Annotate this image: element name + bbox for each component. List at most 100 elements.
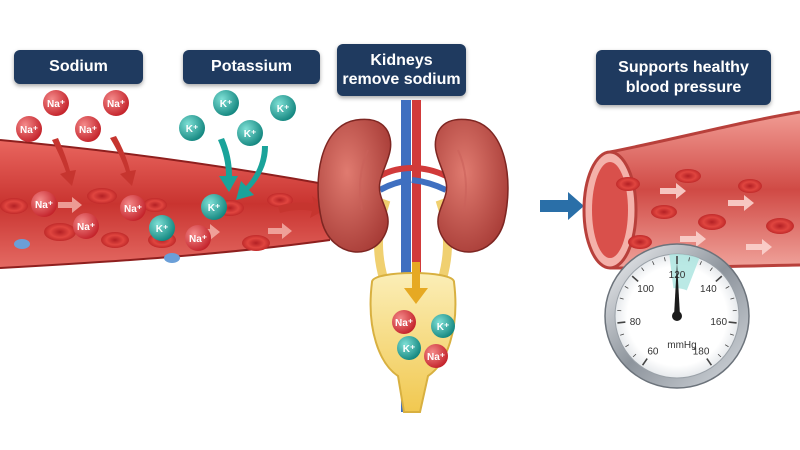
- right-flow-arrows: [660, 183, 772, 255]
- svg-text:K⁺: K⁺: [156, 224, 169, 235]
- svg-text:Na⁺: Na⁺: [189, 234, 207, 245]
- potassium-ion: K⁺: [213, 90, 239, 116]
- svg-text:Na⁺: Na⁺: [47, 99, 65, 110]
- gauge-minor-tick: [730, 297, 735, 300]
- gauge-minor-tick: [632, 353, 637, 358]
- svg-text:Na⁺: Na⁺: [20, 125, 38, 136]
- sodium-inflow-arrows: [52, 136, 136, 186]
- red-blood-cell: [616, 177, 640, 191]
- sodium-label: Sodium: [14, 50, 143, 84]
- potassium-label: Potassium: [183, 50, 320, 84]
- sodium-ion: Na⁺: [120, 195, 146, 221]
- bp-label-line1: Supports healthy: [618, 59, 749, 77]
- sodium-ion: Na⁺: [185, 225, 211, 251]
- gauge-major-tick: [631, 275, 639, 283]
- gauge-minor-tick: [717, 353, 722, 358]
- kidneys-label: Kidneys remove sodium: [337, 44, 466, 96]
- flow-arrow: [58, 197, 82, 213]
- to-kidneys-arrow: [278, 196, 328, 218]
- kidneys-label-line1: Kidneys: [370, 51, 433, 69]
- red-blood-cell: [766, 218, 794, 234]
- right-kidney: [434, 118, 509, 253]
- sodium-ion: Na⁺: [43, 90, 69, 116]
- gauge-tick-label: 160: [710, 317, 727, 328]
- sodium-arrow: [110, 136, 136, 186]
- red-blood-cell: [87, 188, 117, 204]
- svg-text:K⁺: K⁺: [403, 344, 416, 355]
- red-blood-cell: [267, 193, 293, 207]
- sodium-ion: Na⁺: [103, 90, 129, 116]
- svg-text:K⁺: K⁺: [186, 124, 199, 135]
- flow-arrow: [268, 223, 292, 239]
- gauge-tick-label: 80: [630, 317, 642, 328]
- potassium-ion: K⁺: [237, 120, 263, 146]
- right-red-blood-cells: [616, 169, 794, 249]
- potassium-ion: K⁺: [431, 314, 455, 338]
- left-red-blood-cells: [0, 188, 293, 263]
- svg-text:Na⁺: Na⁺: [77, 222, 95, 233]
- gauge-minor-tick: [619, 297, 624, 300]
- potassium-ions-free: K⁺ K⁺ K⁺ K⁺: [179, 90, 296, 146]
- gauge-tick-label: 100: [637, 284, 654, 295]
- blood-pressure-gauge: 6080100120140160180 mmHg: [604, 243, 750, 389]
- gauge-tick-label: 180: [693, 346, 710, 357]
- gauge-minor-tick: [664, 257, 666, 262]
- svg-text:Na⁺: Na⁺: [79, 125, 97, 136]
- potassium-ion: K⁺: [179, 115, 205, 141]
- svg-text:Na⁺: Na⁺: [124, 204, 142, 215]
- gauge-minor-tick: [625, 344, 630, 348]
- gauge-minor-tick: [729, 333, 734, 336]
- red-blood-cell: [651, 205, 677, 219]
- svg-text:Na⁺: Na⁺: [427, 352, 445, 363]
- potassium-arrow: [218, 138, 238, 192]
- red-blood-cell: [0, 198, 28, 214]
- kidneys-illustration: Na⁺ K⁺ K⁺ Na⁺: [317, 100, 509, 413]
- potassium-ion: K⁺: [201, 194, 227, 220]
- gauge-minor-tick: [688, 257, 690, 262]
- left-kidney: [317, 118, 392, 253]
- potassium-label-text: Potassium: [211, 58, 292, 76]
- red-blood-cell: [628, 235, 652, 249]
- sodium-ion: Na⁺: [16, 116, 42, 142]
- urine-arrow: [404, 262, 428, 304]
- vein: [401, 100, 411, 412]
- gauge-tick-label: 60: [647, 346, 659, 357]
- svg-text:Na⁺: Na⁺: [107, 99, 125, 110]
- red-blood-cell: [143, 198, 167, 212]
- sodium-ion: Na⁺: [31, 191, 57, 217]
- potassium-ion: K⁺: [149, 215, 175, 241]
- gauge-minor-tick: [641, 267, 645, 272]
- potassium-ion: K⁺: [270, 95, 296, 121]
- svg-text:Na⁺: Na⁺: [35, 200, 53, 211]
- gauge-major-tick: [617, 321, 626, 324]
- blue-particle: [14, 239, 30, 249]
- kidneys-label-line2: remove sodium: [342, 71, 461, 88]
- potassium-inflow-arrows: [218, 138, 268, 200]
- gauge-needle: [674, 262, 680, 316]
- artery: [412, 100, 421, 412]
- flow-arrow: [728, 195, 754, 211]
- flow-arrow: [660, 183, 686, 199]
- blood-pressure-label: Supports healthy blood pressure: [596, 50, 771, 105]
- sodium-ion: Na⁺: [73, 213, 99, 239]
- gauge-minor-tick: [724, 344, 729, 348]
- svg-text:K⁺: K⁺: [277, 104, 290, 115]
- sodium-ion: Na⁺: [424, 344, 448, 368]
- red-blood-cell: [101, 232, 129, 248]
- flow-arrow: [746, 239, 772, 255]
- sodium-ion: Na⁺: [75, 116, 101, 142]
- flow-arrow: [680, 231, 706, 247]
- red-blood-cell: [698, 214, 726, 230]
- gauge-minor-tick: [709, 267, 713, 272]
- svg-text:K⁺: K⁺: [244, 129, 257, 140]
- to-healthy-vessel-arrow: [540, 192, 584, 220]
- gauge-major-tick: [728, 321, 737, 324]
- sodium-label-text: Sodium: [49, 58, 108, 76]
- sodium-ion: Na⁺: [392, 310, 416, 334]
- ions-in-vessel: Na⁺ Na⁺ Na⁺ Na⁺ K⁺ K⁺: [31, 191, 227, 251]
- gauge-major-tick: [715, 275, 723, 283]
- blue-particle: [164, 253, 180, 263]
- red-blood-cell: [738, 179, 762, 193]
- gauge-minor-tick: [725, 286, 730, 289]
